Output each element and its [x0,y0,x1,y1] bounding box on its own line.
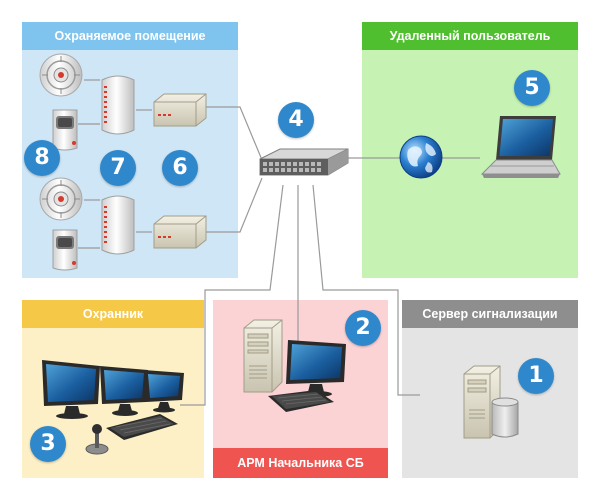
network-switch-icon [259,148,349,176]
keyboard-icon [268,390,334,412]
badge-8: 8 [24,140,60,176]
monitor-icon [144,370,184,413]
zone-chief-title: АРМ Начальника СБ [213,448,388,478]
badge-1: 1 [518,358,554,394]
smoke-detector-icon [39,53,83,97]
pc-tower-icon [463,365,501,439]
globe-icon [399,135,443,179]
motion-sensor-icon [52,229,78,271]
security-panel-icon [101,195,135,255]
controller-box-icon [153,215,207,249]
joystick-icon [85,424,109,455]
wire-server [312,184,420,396]
wire-guard [180,184,284,406]
motion-sensor-icon [52,109,78,151]
pc-tower-icon [243,319,283,393]
zone-protected-area-title: Охраняемое помещение [22,22,238,50]
zone-server-title: Сервер сигнализации [402,300,578,328]
controller-box-icon [153,93,207,127]
badge-6: 6 [162,150,198,186]
monitor-icon [286,340,346,397]
smoke-detector-icon [39,177,83,221]
laptop-icon [480,116,561,178]
badge-3: 3 [30,426,66,462]
wire-controller-bottom [205,177,263,233]
keyboard-icon [106,414,178,440]
zone-guard-title: Охранник [22,300,204,328]
storage-drum-icon [491,397,519,438]
badge-5: 5 [514,70,550,106]
monitor-icon [42,360,100,419]
badge-4: 4 [278,102,314,138]
badge-2: 2 [345,310,381,346]
zone-remote-user-title: Удаленный пользователь [362,22,578,50]
wire-controller-top [205,106,263,161]
monitor-icon [100,366,148,416]
badge-7: 7 [100,150,136,186]
security-panel-icon [101,75,135,135]
